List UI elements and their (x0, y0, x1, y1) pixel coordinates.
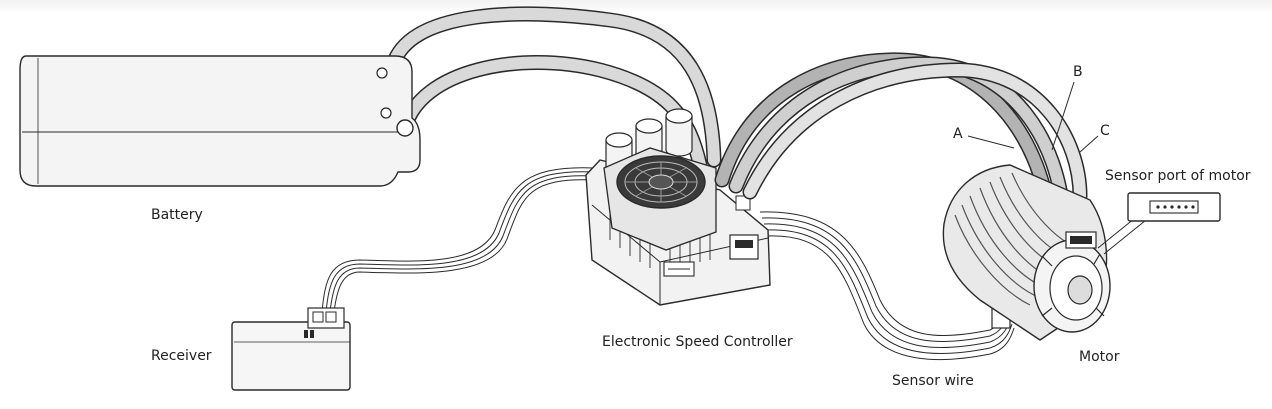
battery (19, 55, 421, 187)
phase-leader-lines (967, 81, 1099, 153)
receiver-cable (321, 167, 595, 313)
battery-label: Battery (151, 207, 203, 223)
sensor-wire-label: Sensor wire (892, 373, 974, 389)
motor-phase-cables (714, 52, 1088, 230)
top-fade (0, 0, 1272, 14)
esc (585, 108, 771, 306)
sensor-port-label: Sensor port of motor (1105, 168, 1251, 184)
receiver-label: Receiver (151, 348, 212, 364)
sensor-cable (759, 211, 1015, 361)
wire-a-label: A (953, 126, 963, 142)
sensor-port-callout (1097, 192, 1221, 255)
motor-label: Motor (1079, 349, 1120, 365)
esc-fan (616, 155, 706, 209)
wire-c-label: C (1100, 123, 1110, 139)
receiver (231, 307, 351, 391)
esc-label: Electronic Speed Controller (602, 334, 793, 350)
motor (942, 164, 1111, 341)
wire-b-label: B (1073, 64, 1083, 80)
